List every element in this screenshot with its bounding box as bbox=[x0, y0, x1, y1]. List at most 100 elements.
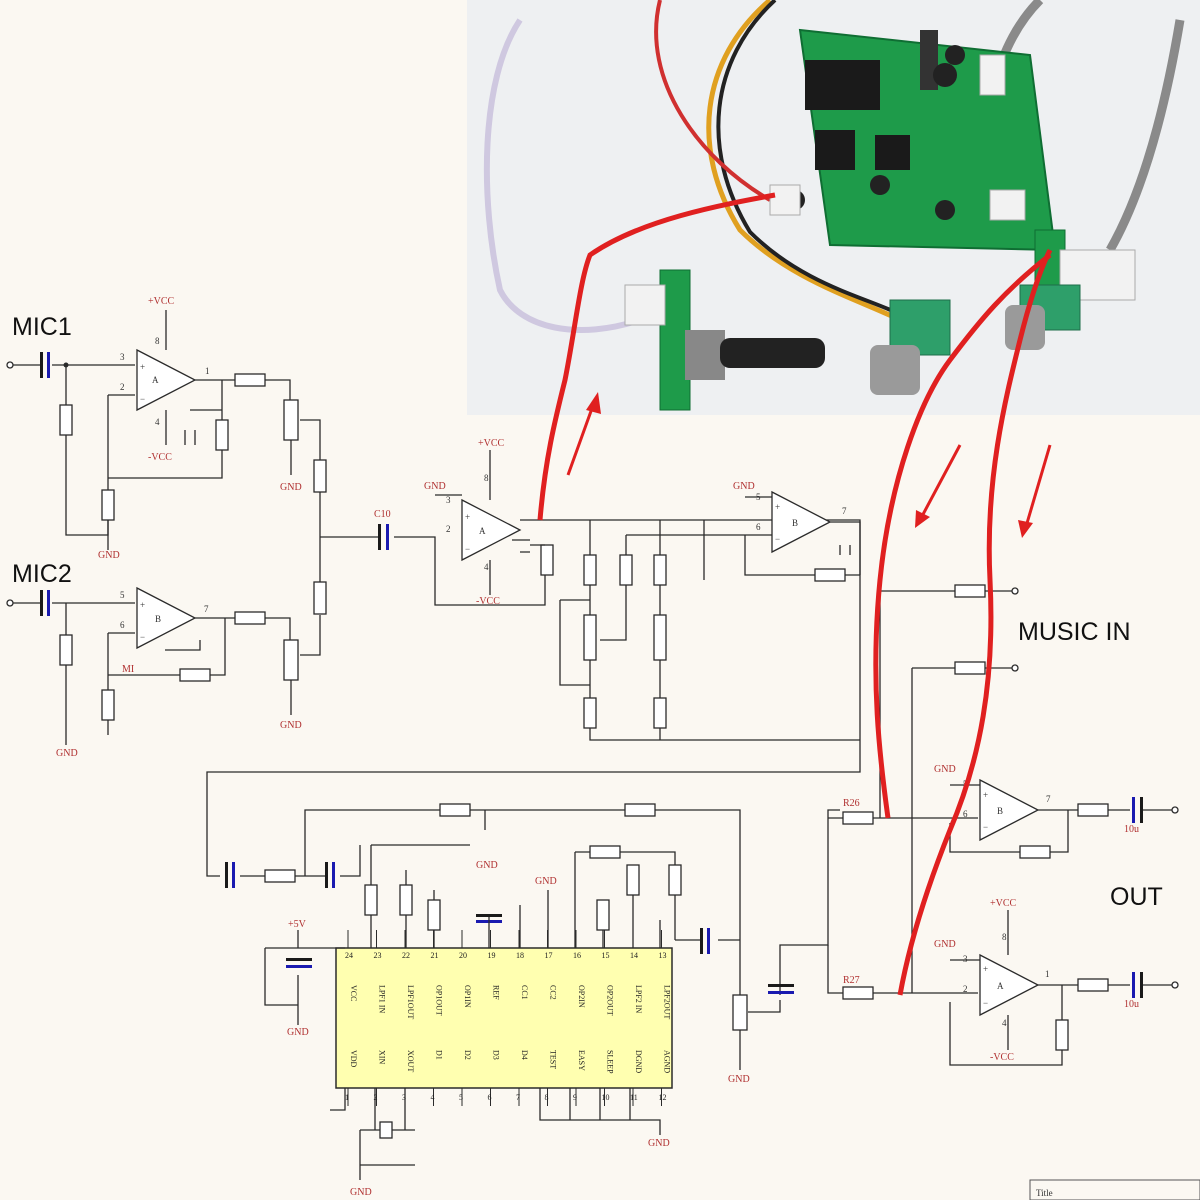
tone-resistor-1 bbox=[583, 554, 597, 586]
mic1-stage: A +− 32 84 1 +VCC -VCC GND GND bbox=[6, 296, 321, 561]
output-b-feedback-resistor bbox=[1019, 845, 1051, 859]
pot-shaft bbox=[720, 338, 825, 368]
mix-feedback-cap bbox=[512, 539, 545, 553]
mic1-loop-cap bbox=[184, 430, 196, 445]
ic-lpf2-resistor-1 bbox=[626, 864, 640, 896]
connector-white-3 bbox=[979, 54, 1006, 96]
cable-red bbox=[654, 0, 771, 202]
mic1-volume-pot bbox=[283, 399, 299, 441]
music-in-wire bbox=[879, 590, 1012, 993]
electrolytic-cap-2 bbox=[945, 45, 965, 65]
svg-text:GND: GND bbox=[280, 720, 302, 731]
tone-wire bbox=[589, 520, 860, 741]
svg-text:+: + bbox=[983, 964, 988, 974]
buffer-stage: B +− 56 7 GND bbox=[705, 481, 861, 582]
opamp-mixer bbox=[461, 498, 522, 562]
output-stage: R26 R27 B +− 56 7 GND 10u A +− 32 1 84 +… bbox=[827, 584, 1179, 1066]
mic1-out-wire bbox=[195, 379, 291, 400]
ic-pin-name: VCC bbox=[349, 985, 358, 1001]
ic-pin-number: 14 bbox=[630, 951, 638, 960]
cable-black bbox=[716, 0, 896, 314]
svg-text:+VCC: +VCC bbox=[990, 898, 1017, 909]
ic-pin-number: 18 bbox=[516, 951, 524, 960]
mic2-cap-plate-2 bbox=[47, 590, 50, 616]
ic-op2-feedback-resistor bbox=[589, 845, 621, 859]
svg-text:GND: GND bbox=[287, 1027, 309, 1038]
mic2-output-resistor bbox=[234, 611, 266, 625]
electrolytic-cap-3 bbox=[870, 175, 890, 195]
music-in-terminal-1 bbox=[1011, 587, 1019, 595]
svg-text:B: B bbox=[997, 806, 1003, 816]
mic2-label: MIC2 bbox=[12, 560, 72, 588]
mic2-volume-pot bbox=[283, 639, 299, 681]
ic-pin-number: 11 bbox=[630, 1093, 638, 1102]
mic2-resistor bbox=[59, 634, 73, 666]
svg-text:4: 4 bbox=[1002, 1018, 1007, 1028]
output-a-feedback-resistor bbox=[1055, 1019, 1069, 1051]
tone-network bbox=[559, 520, 860, 741]
svg-text:3: 3 bbox=[120, 352, 125, 362]
out-terminal-2 bbox=[1171, 981, 1179, 989]
svg-text:GND: GND bbox=[424, 481, 446, 492]
arrow-up-head bbox=[586, 392, 601, 414]
ic-pin-number: 17 bbox=[545, 951, 553, 960]
ic-op2-resistor bbox=[596, 899, 610, 931]
svg-text:4: 4 bbox=[155, 417, 160, 427]
arrow-up bbox=[566, 399, 597, 476]
mixer-wire bbox=[435, 450, 861, 740]
pot-shaft bbox=[870, 345, 920, 395]
svg-text:8: 8 bbox=[1002, 932, 1007, 942]
ic-input-wire bbox=[206, 740, 861, 877]
annotation-line-echo bbox=[873, 253, 1052, 819]
svg-text:+: + bbox=[775, 502, 780, 512]
buffer-wire bbox=[705, 496, 861, 576]
svg-text:GND: GND bbox=[934, 764, 956, 775]
out-terminal-1 bbox=[1171, 806, 1179, 814]
svg-text:-VCC: -VCC bbox=[990, 1052, 1014, 1063]
ic-pin-name: OP1IN bbox=[463, 985, 472, 1008]
red-annotations bbox=[537, 192, 1053, 996]
svg-text:2: 2 bbox=[120, 382, 125, 392]
ic-pin-number: 24 bbox=[345, 951, 353, 960]
opamp-mic2 bbox=[136, 586, 197, 650]
ic-pin-name: D1 bbox=[435, 1050, 444, 1060]
mixer-stage: C10 A +− 32 84 +VCC -VCC GND bbox=[313, 438, 861, 740]
svg-text:3: 3 bbox=[446, 495, 451, 505]
svg-text:1: 1 bbox=[1045, 969, 1050, 979]
svg-text:GND: GND bbox=[733, 481, 755, 492]
ic-pin-name: OP1OUT bbox=[435, 985, 444, 1016]
ic-pin-name: OP2IN bbox=[577, 985, 586, 1008]
arrow-down-1-head bbox=[915, 510, 930, 528]
mic1-loop-resistor bbox=[215, 419, 229, 451]
mic2-loop-wire bbox=[108, 618, 226, 676]
mic2-cap-plate bbox=[40, 590, 43, 616]
ic-pin-number: 21 bbox=[431, 951, 439, 960]
svg-text:6: 6 bbox=[963, 809, 968, 819]
potentiometer-left bbox=[624, 269, 825, 411]
ic-pin-name: TEST bbox=[549, 1050, 558, 1069]
mic1-feedback-resistor bbox=[101, 489, 115, 521]
ic-chip-2 bbox=[815, 130, 855, 170]
svg-text:R27: R27 bbox=[843, 975, 860, 986]
ic-pin-number: 4 bbox=[431, 1093, 435, 1102]
tone-resistor-2 bbox=[619, 554, 633, 586]
ic-pin-number: 20 bbox=[459, 951, 467, 960]
svg-text:GND: GND bbox=[350, 1187, 372, 1198]
svg-text:+5V: +5V bbox=[288, 919, 307, 930]
mix-resistor-2 bbox=[313, 581, 327, 615]
ic-pin-name: SLEEP bbox=[606, 1050, 615, 1074]
svg-text:4: 4 bbox=[484, 562, 489, 572]
ic-pin-number: 23 bbox=[374, 951, 382, 960]
svg-text:GND: GND bbox=[98, 550, 120, 561]
pot-connector bbox=[624, 284, 666, 326]
ic-gnd-wire bbox=[539, 1088, 661, 1135]
music-in-resistor-2 bbox=[954, 661, 986, 675]
svg-text:−: − bbox=[983, 998, 988, 1008]
cable-yellow bbox=[706, 0, 902, 323]
ic-pin-name: AGND bbox=[663, 1050, 672, 1073]
connector-white-2 bbox=[769, 184, 801, 216]
pcb-photo bbox=[467, 0, 1200, 415]
ic-pin-name: LPF2 IN bbox=[634, 985, 643, 1013]
connector-white-1 bbox=[989, 189, 1026, 221]
opamp-buffer bbox=[771, 490, 832, 554]
